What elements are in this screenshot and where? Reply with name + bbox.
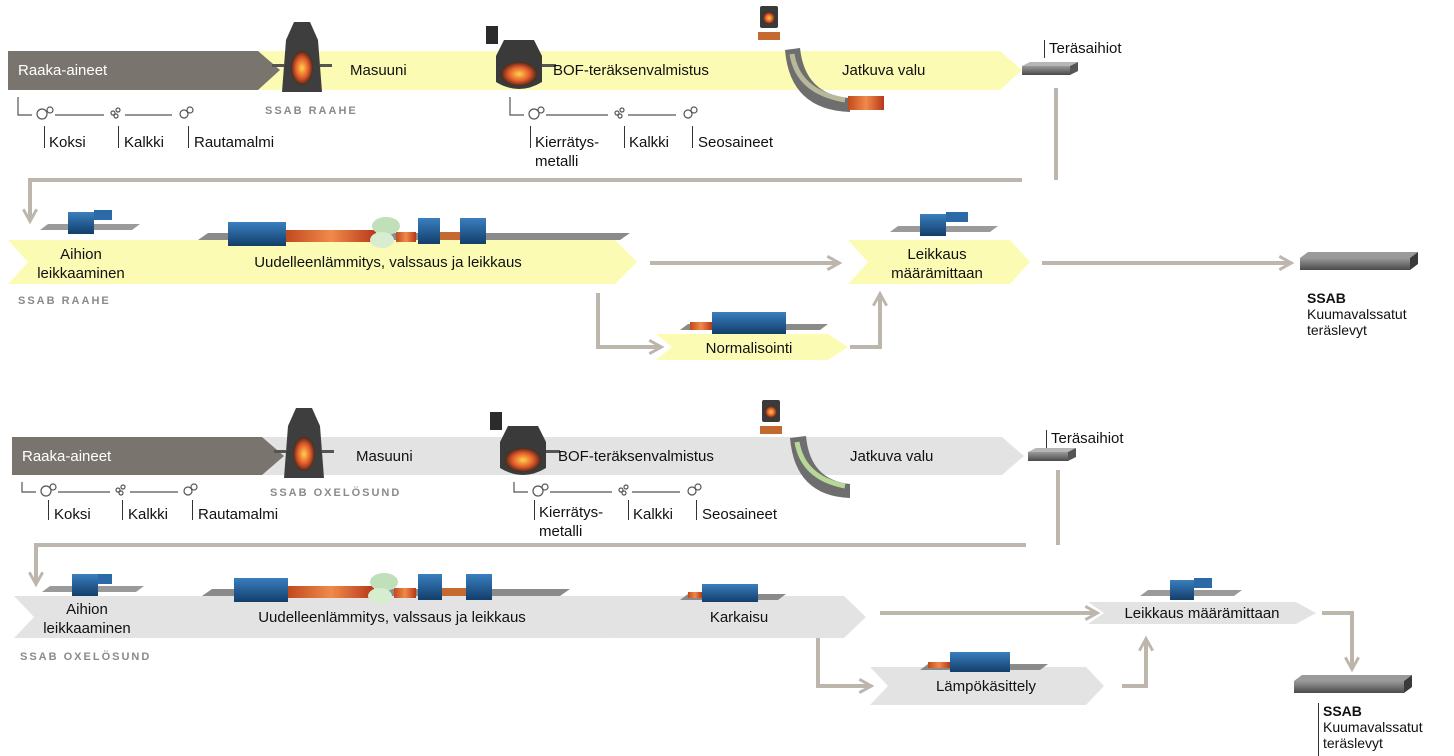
- bof-label: BOF-teräksenvalmistus: [553, 62, 709, 79]
- plant-label: SSAB RAAHE: [18, 295, 111, 307]
- input-bar: [122, 500, 123, 520]
- blast-furnace-icon: [272, 22, 332, 92]
- slabs-label-bar: [1044, 40, 1045, 58]
- bof-lime-label: Kalkki: [629, 134, 670, 151]
- blast-furnace-label: Masuuni: [356, 448, 413, 465]
- rolling-label: Uudelleenlämmitys, valssaus ja leikkaus: [258, 609, 526, 626]
- arrow-hardening: [614, 596, 866, 638]
- steel-slab-icon: [1022, 62, 1078, 75]
- heat-treatment-label: Lämpökäsittely: [935, 678, 1037, 695]
- rolling-mill-icon: [202, 573, 570, 604]
- arrow-slab-cutting: [14, 596, 176, 638]
- cut-to-length-label: Leikkaus määrämittaan: [891, 246, 983, 282]
- coke-label: Koksi: [54, 506, 91, 523]
- raw-materials-label: Raaka-aineet: [22, 448, 112, 465]
- slab-cutting-label: Aihion leikkaaminen: [37, 246, 125, 282]
- continuous-casting-icon: [760, 400, 850, 498]
- casting-label: Jatkuva valu: [842, 62, 926, 79]
- arrow-casting: [760, 51, 1022, 90]
- hardening-unit-icon: [680, 584, 786, 602]
- input-bar: [530, 126, 531, 148]
- flow-connectors: [30, 88, 1290, 347]
- rolling-label: Uudelleenlämmitys, valssaus ja leikkaus: [254, 254, 522, 271]
- arrow-cut-to-length: [1088, 602, 1316, 624]
- bof-lime-label: Kalkki: [633, 506, 674, 523]
- input-bar: [628, 500, 629, 520]
- arrow-bof: [510, 51, 782, 90]
- hardening-label: Karkaisu: [709, 609, 769, 626]
- input-bar: [118, 126, 119, 148]
- alloys-label: Seosaineet: [698, 134, 774, 151]
- steel-plate-product-icon: [1300, 252, 1418, 270]
- arrow-bof: [510, 437, 790, 475]
- diagram-raahe: [8, 6, 1418, 360]
- slab-cutting-label: Aihion leikkaaminen: [43, 601, 131, 637]
- slab-cutter-icon: [40, 210, 140, 234]
- raw-materials-label: Raaka-aineet: [18, 62, 108, 79]
- arrow-blast-furnace: [262, 437, 532, 475]
- alloys-label: Seosaineet: [702, 506, 778, 523]
- arrow-heat-treatment: [870, 667, 1104, 705]
- arrow-rolling: [150, 240, 637, 284]
- iron-ore-label: Rautamalmi: [194, 134, 275, 151]
- flow-connectors: [36, 470, 1352, 686]
- product-name: Kuumavalssatut teräslevyt: [1307, 306, 1407, 338]
- product-brand: SSAB: [1307, 290, 1346, 306]
- bof-label: BOF-teräksenvalmistus: [558, 448, 714, 465]
- input-bar: [534, 500, 535, 520]
- input-bar: [192, 500, 193, 520]
- recycled-metal-label: Kierrätys- metalli: [535, 134, 600, 170]
- plant-label: SSAB OXELÖSUND: [270, 487, 402, 499]
- iron-ore-label: Rautamalmi: [198, 506, 279, 523]
- heat-treatment-furnace-icon: [920, 652, 1048, 672]
- normalising-furnace-icon: [680, 312, 828, 334]
- input-bar: [692, 126, 693, 148]
- arrow-slab-cutting: [8, 240, 170, 284]
- raw-input-icons: [17, 97, 698, 120]
- input-bar: [44, 126, 45, 148]
- cut-to-length-cutter-icon: [890, 212, 998, 236]
- product-label: SSAB Kuumavalssatut teräslevyt: [1307, 290, 1407, 338]
- arrow-casting: [768, 437, 1024, 475]
- diagram-oxelosund: [12, 400, 1412, 705]
- continuous-casting-icon: [758, 6, 884, 112]
- slabs-label-bar: [1046, 430, 1047, 448]
- arrow-raw-materials: [8, 51, 280, 90]
- casting-label: Jatkuva valu: [850, 448, 934, 465]
- bof-converter-icon: [490, 412, 560, 475]
- blast-furnace-label: Masuuni: [350, 62, 407, 79]
- coke-label: Koksi: [49, 134, 86, 151]
- slab-cutter-icon: [42, 574, 144, 596]
- arrow-cut-to-length: [848, 240, 1030, 284]
- product-name: Kuumavalssatut teräslevyt: [1323, 719, 1423, 751]
- raw-input-icons: [21, 482, 702, 497]
- arrow-blast-furnace: [258, 51, 532, 90]
- plant-label: SSAB OXELÖSUND: [20, 651, 152, 663]
- input-bar: [48, 500, 49, 520]
- input-bar: [188, 126, 189, 148]
- slabs-label: Teräsaihiot: [1051, 430, 1124, 447]
- product-label: SSAB Kuumavalssatut teräslevyt: [1323, 703, 1423, 751]
- rolling-mill-icon: [198, 217, 630, 248]
- lime-label: Kalkki: [124, 134, 165, 151]
- product-label-bar: [1318, 703, 1319, 756]
- plant-label: SSAB RAAHE: [265, 105, 358, 117]
- cut-to-length-label: Leikkaus määrämittaan: [1124, 605, 1280, 622]
- steel-slab-icon: [1028, 448, 1076, 461]
- product-brand: SSAB: [1323, 703, 1362, 719]
- input-bar: [696, 500, 697, 520]
- blast-furnace-icon: [274, 408, 334, 478]
- arrow-normalising: [656, 334, 848, 360]
- arrow-rolling: [156, 596, 636, 638]
- input-bar: [624, 126, 625, 148]
- slabs-label: Teräsaihiot: [1049, 40, 1122, 57]
- normalising-label: Normalisointi: [705, 340, 793, 357]
- bof-converter-icon: [486, 26, 556, 89]
- recycled-metal-label: Kierrätys- metalli: [539, 504, 604, 540]
- cut-to-length-cutter-icon: [1140, 578, 1242, 600]
- steel-plate-product-icon: [1294, 675, 1412, 693]
- arrow-raw-materials: [12, 437, 284, 475]
- lime-label: Kalkki: [128, 506, 169, 523]
